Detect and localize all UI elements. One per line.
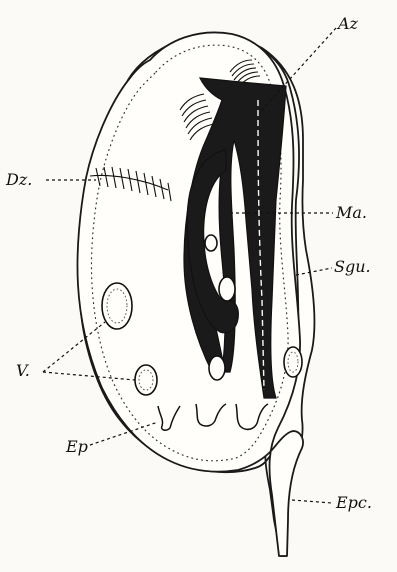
vacuole — [219, 277, 235, 301]
label-v: V. — [16, 361, 30, 380]
label-ma: Ma. — [335, 203, 367, 222]
vacuole — [209, 356, 225, 380]
leader-epc — [292, 500, 332, 503]
label-epc: Epc. — [335, 493, 372, 512]
label-sgu: Sgu. — [334, 257, 371, 276]
label-ep: Ep — [65, 437, 88, 456]
label-az: Az — [336, 14, 359, 33]
micronucleus — [205, 235, 217, 251]
vacuole — [135, 365, 157, 395]
label-dz: Dz. — [5, 170, 32, 189]
